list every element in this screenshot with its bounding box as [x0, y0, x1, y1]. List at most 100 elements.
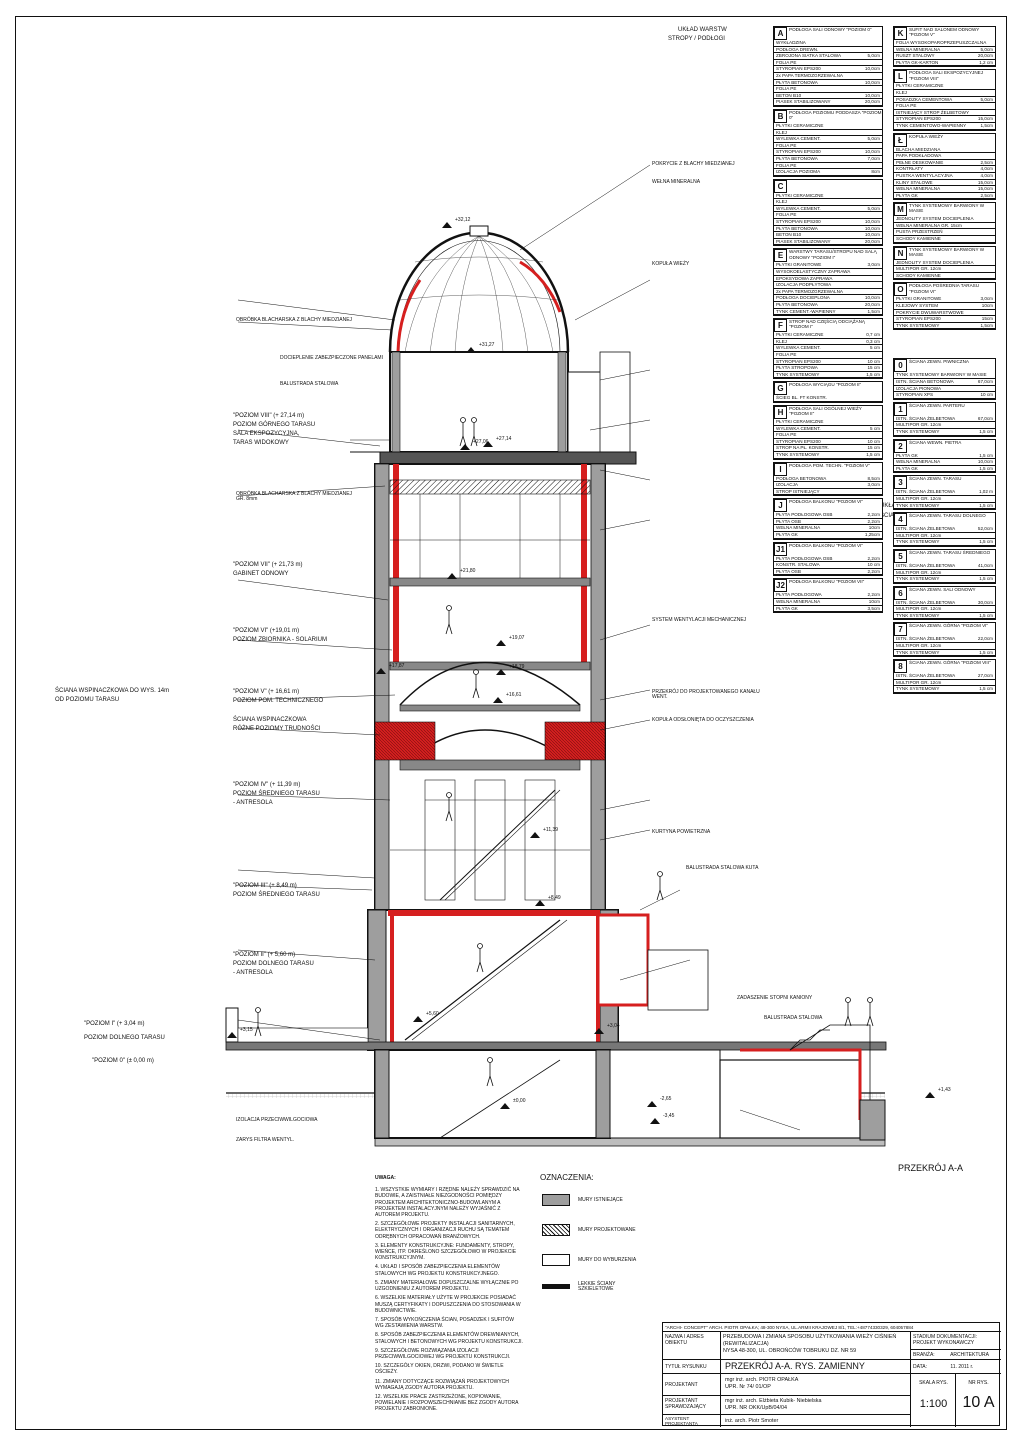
layer-row: WYSOKOELASTYCZNY ZAPRAWA — [774, 269, 882, 276]
layer-row: MULTIPOR GR. 12cm — [894, 496, 995, 503]
layer-material: STYROPIAN EPS200 — [776, 358, 821, 364]
level-label: - ANTRESOLA — [233, 800, 273, 806]
layer-thickness: 1,5cm — [980, 122, 993, 128]
layer-material: WYKŁADZINA — [776, 40, 806, 45]
annotation-label: KURTYNA POWIETRZNA — [652, 829, 711, 835]
note-item: 2. SZCZEGÓŁOWE PROJEKTY INSTALACJI SANIT… — [375, 1221, 515, 1240]
layer-thickness: 8cm — [871, 169, 880, 175]
layer-material: TYNK SYSTEMOWY — [896, 612, 940, 618]
note-item: 11. ZMIANY DOTYCZĄCE ROZWIĄZAŃ PROJEKTOW… — [375, 1378, 509, 1391]
layer-thickness: 1,5 cm — [979, 576, 993, 582]
legend-swatch-projected — [542, 1224, 570, 1236]
layer-material: PŁYTA GK — [896, 465, 918, 471]
layer-row: MULTIPOR GR. 12cm — [894, 533, 995, 540]
layer-material: TYNK SYSTEMOWY — [896, 649, 940, 655]
layer-material: TYNK SYSTEMOWY — [896, 322, 940, 328]
title-block-date-label: DATA: — [913, 1364, 927, 1370]
layer-name: ŚCIANA ZEWN. TARASU DOLNEGO — [909, 513, 986, 519]
note-item: 6. WSZELKIE MATERIAŁY UŻYTE W PROJEKCIE … — [375, 1295, 521, 1314]
layer-letter: J — [774, 499, 787, 513]
layer-material: FOLIA PE — [776, 432, 797, 438]
layer-material: TYNK CEMENT.-WAPIENNY — [776, 308, 836, 314]
layer-thickness: 1,5 cm — [979, 612, 993, 618]
layer-material: WEŁNA MINERALNA — [896, 186, 941, 192]
level-label: POZIOM ŚREDNIEGO TARASU — [233, 791, 320, 797]
layer-material: STROP ISTNIEJĄCY — [776, 488, 820, 494]
layer-material: KLINY STALOWE — [896, 179, 933, 185]
shaft — [374, 463, 606, 915]
layer-thickness: 2,2cm — [867, 518, 880, 524]
layer-letter: 2 — [894, 439, 907, 453]
level-label: "POZIOM I" (+ 3,04 m) — [84, 1021, 145, 1027]
layer-letter: 0 — [894, 359, 907, 373]
layer-name: PODŁOGA POM. TECHN. "POZIOM V" — [789, 462, 870, 468]
layer-thickness: 5,0cm — [867, 205, 880, 211]
layer-letter: E — [774, 249, 787, 263]
dimension-markers — [227, 222, 935, 1124]
layer-material: PŁYTA OSB — [776, 518, 801, 524]
level-label: "POZIOM III" (+ 8,49 m) — [233, 883, 297, 889]
layer-thickness: 2,5cm — [980, 159, 993, 165]
layer-letter: K — [894, 27, 907, 40]
level-label: "POZIOM V" (+ 16,61 m) — [233, 689, 300, 695]
layer-row: STROP ISTNIEJĄCY — [774, 489, 882, 496]
layer-material: SCHODY KAMIENNE — [896, 272, 941, 278]
elevation-label: +21,80 — [460, 568, 476, 574]
layer-name: PODŁOGA BALKONU "POZIOM VII" — [789, 579, 865, 585]
layer-material: PŁYTA PODŁOGOWA OSB — [776, 555, 833, 561]
layer-letter: H — [774, 405, 787, 419]
title-block-number-label: NR RYS. — [968, 1380, 989, 1386]
layer-material: TYNK SYSTEMOWY — [896, 502, 940, 508]
layer-material: PŁYTA STROPOWA — [776, 365, 818, 371]
elevation-label: +31,27 — [479, 342, 495, 348]
layer-letter: J2 — [774, 579, 787, 593]
layer-name: PODŁOGA SALI EKSPOZYCYJNEJ "POZIOM VIII" — [909, 70, 984, 81]
layer-thickness: 20,0cm — [977, 53, 993, 59]
layer-thickness: 20,0cm — [864, 99, 880, 105]
layer-material: WEŁNA MINERALNA GR. 15cm — [896, 222, 962, 228]
layer-material: IZOLACJA PIONOWA — [896, 385, 942, 391]
title-block-designer: mgr inż. arch. PIOTR OPAŁKA UPR. Nr 74/ … — [721, 1374, 911, 1396]
layer-material: SCHODY KAMIENNE — [896, 236, 941, 242]
layer-letter: L — [894, 70, 907, 84]
layer-thickness: 5,0cm — [867, 136, 880, 142]
title-block-company: "ARCHI- CONCEPT" ARCH. PIOTR OPAŁKA; 48-… — [663, 1323, 1001, 1332]
layer-thickness: 3,0cm — [867, 482, 880, 488]
layers-floor-header-1: UKŁAD WARSTW — [678, 27, 727, 33]
layer-material: PŁYTA BETONOWA — [776, 302, 818, 307]
notes-list: 1. WSZYSTKIE WYMIARY I RZĘDNE NALEŻY SPR… — [375, 1187, 523, 1412]
layer-material: MULTIPOR GR. 12cm — [896, 532, 942, 538]
layer-name: PODŁOGA BALKONU "POZIOM VI" — [789, 542, 863, 548]
layer-row: WEŁNA MINERALNA GR. 15cm — [894, 223, 995, 230]
layer-material: PIASEK STABILIZOWANY — [776, 238, 831, 244]
layer-thickness: 1,5cm — [980, 322, 993, 328]
layer-letter: C — [774, 179, 787, 193]
level-label: "POZIOM II" (+ 5,60 m) — [233, 952, 296, 958]
layer-material: PODŁOGA BETONOWA — [776, 475, 827, 481]
layer-row: PŁYTKI CERAMICZNE — [774, 419, 882, 426]
title-block-number-value: 10 A — [962, 1394, 995, 1411]
elevation-label: -2,65 — [660, 1096, 672, 1102]
layer-thickness: 27,0cm — [977, 673, 993, 679]
layer-row: MULTIPOR GR. 12cm — [894, 606, 995, 613]
